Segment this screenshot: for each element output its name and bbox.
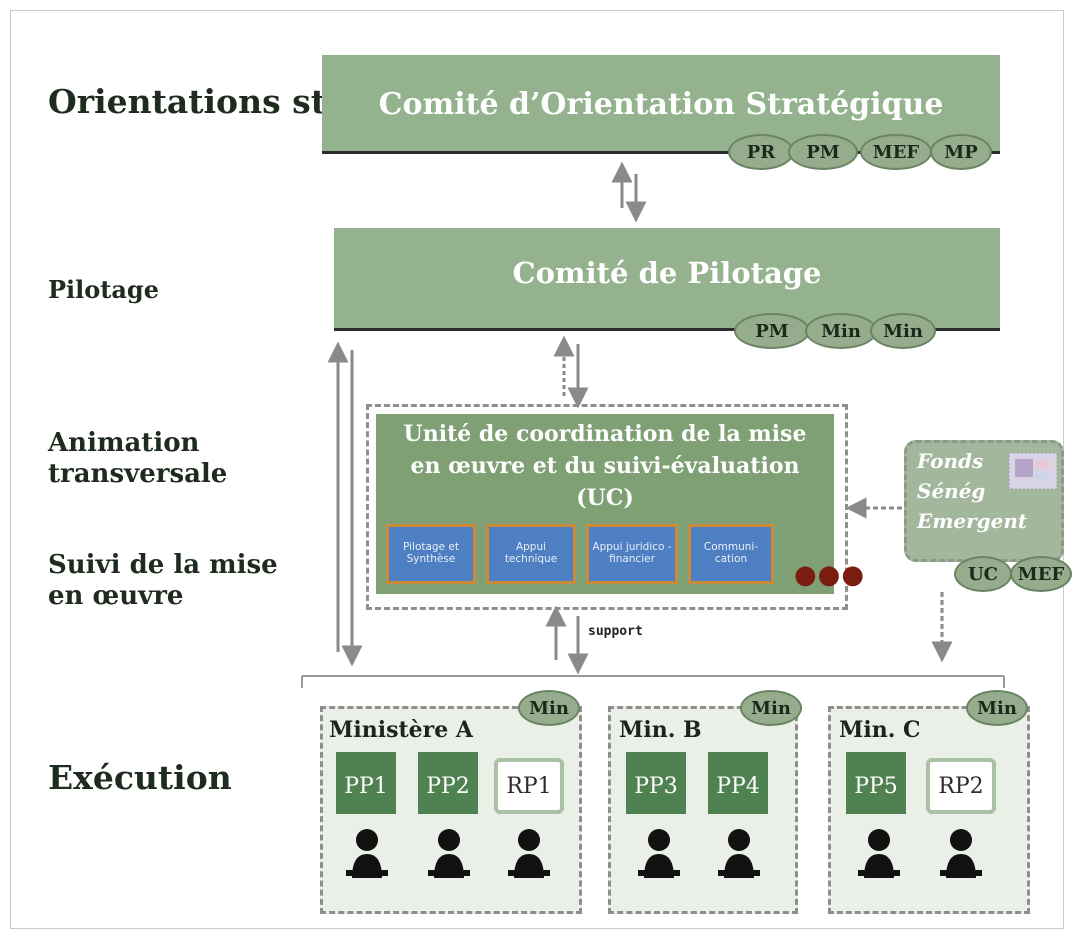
ministry-b-name: Min. B (619, 717, 702, 743)
uc-unit-appui-technique: Appui technique (486, 524, 576, 584)
uc-title-line-3: (UC) (576, 485, 634, 511)
person-icon (346, 829, 388, 878)
fonds-member-uc: UC (954, 556, 1012, 592)
fonds-block: Fonds Sénég Emergent (904, 440, 1064, 562)
folder-pp1: PP1 (336, 752, 396, 814)
cos-member-pm: PM (788, 134, 858, 170)
fonds-line-3: Emergent (917, 509, 1028, 533)
fonds-line-2: Sénég (917, 479, 986, 503)
ministry-a-badge: Min (518, 690, 580, 726)
uc-more-dots: ●●● (794, 560, 866, 590)
cos-member-mp: MP (930, 134, 992, 170)
fonds-member-mef: MEF (1010, 556, 1072, 592)
folder-pp3: PP3 (626, 752, 686, 814)
pilotage-member-min-2: Min (870, 313, 936, 349)
ministry-b-badge: Min (740, 690, 802, 726)
person-icon (428, 829, 470, 878)
uc-unit-appui-juridico: Appui juridico - financier (586, 524, 678, 584)
folder-rp2: RP2 (926, 758, 996, 814)
uc-dashed-frame (366, 404, 848, 610)
folder-pp2: PP2 (418, 752, 478, 814)
person-icon (718, 829, 760, 878)
uc-unit-communication: Communi- cation (688, 524, 774, 584)
support-label: support (588, 624, 643, 639)
person-icon (858, 829, 900, 878)
pilotage-member-pm: PM (734, 313, 810, 349)
fonds-line-1: Fonds (917, 449, 984, 473)
person-icon (508, 829, 550, 878)
level-pilotage-label: Pilotage (48, 275, 159, 304)
pilotage-member-min-1: Min (805, 313, 877, 349)
folder-pp5: PP5 (846, 752, 906, 814)
pilotage-title: Comité de Pilotage (512, 256, 822, 290)
ministry-c-badge: Min (966, 690, 1028, 726)
level-execution-label: Exécution (48, 758, 232, 797)
level-suivi-label: Suivi de la mise en œuvre (48, 550, 278, 612)
cos-title: Comité d’Orientation Stratégique (378, 87, 944, 122)
folder-pp4: PP4 (708, 752, 768, 814)
ministry-a-name: Ministère A (329, 717, 473, 743)
ministry-c-name: Min. C (839, 717, 921, 743)
person-icon (940, 829, 982, 878)
banknote-icon (1008, 452, 1058, 490)
person-icon (638, 829, 680, 878)
folder-rp1: RP1 (494, 758, 564, 814)
uc-unit-pilotage: Pilotage et Synthèse (386, 524, 476, 584)
uc-title-line-1: Unité de coordination de la mise (403, 421, 807, 447)
uc-title-line-2: en œuvre et du suivi-évaluation (410, 453, 800, 479)
cos-member-mef: MEF (860, 134, 932, 170)
cos-member-pr: PR (728, 134, 794, 170)
level-animation-label: Animation transversale (48, 428, 228, 490)
